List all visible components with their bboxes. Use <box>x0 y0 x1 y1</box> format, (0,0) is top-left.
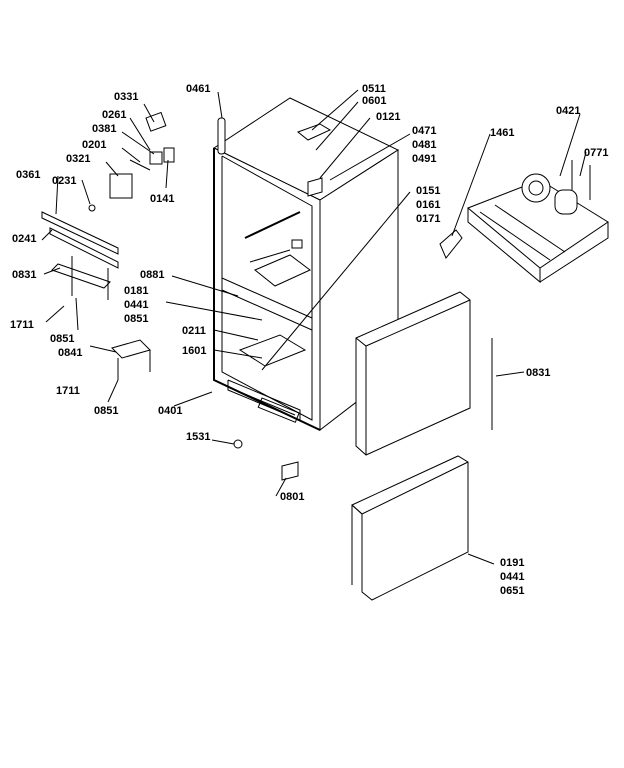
label-0881: 0881 <box>140 269 164 281</box>
label-0321: 0321 <box>66 153 90 165</box>
label-0421: 0421 <box>556 105 580 117</box>
label-0651: 0651 <box>500 585 524 597</box>
label-0481: 0481 <box>412 139 436 151</box>
compressor-assembly <box>467 160 609 284</box>
label-0171: 0171 <box>416 213 440 225</box>
label-0471: 0471 <box>412 125 436 137</box>
label-1711-b: 1711 <box>56 385 80 397</box>
label-0231: 0231 <box>52 175 76 187</box>
label-0801: 0801 <box>280 491 304 503</box>
leader-lines <box>41 89 587 565</box>
label-0161: 0161 <box>416 199 440 211</box>
label-0511: 0511 <box>362 83 386 95</box>
hinge-0801 <box>281 461 299 481</box>
label-0841: 0841 <box>58 347 82 359</box>
label-0241: 0241 <box>12 233 36 245</box>
label-0191: 0191 <box>500 557 524 569</box>
upper-freezer-door <box>355 291 471 456</box>
label-0401: 0401 <box>158 405 182 417</box>
label-0141: 0141 <box>150 193 174 205</box>
label-0261: 0261 <box>102 109 126 121</box>
shelf-rails <box>41 211 151 380</box>
lower-door <box>351 455 469 601</box>
label-0831-left: 0831 <box>12 269 36 281</box>
label-0201: 0201 <box>82 139 106 151</box>
handle-1461 <box>439 229 463 259</box>
label-0831-right: 0831 <box>526 367 550 379</box>
label-0771: 0771 <box>584 147 608 159</box>
label-0491: 0491 <box>412 153 436 165</box>
label-1601: 1601 <box>182 345 206 357</box>
label-0441-b: 0441 <box>500 571 524 583</box>
label-0441-a: 0441 <box>124 299 148 311</box>
label-1711-a: 1711 <box>10 319 34 331</box>
label-0211: 0211 <box>182 325 206 337</box>
label-0851-b: 0851 <box>94 405 118 417</box>
label-1531: 1531 <box>186 431 210 443</box>
part-labels: 0461 0511 0601 0121 0331 0261 0381 0201 … <box>10 83 608 597</box>
label-0331: 0331 <box>114 91 138 103</box>
label-0121: 0121 <box>376 111 400 123</box>
label-0851-c: 0851 <box>124 313 148 325</box>
label-0601: 0601 <box>362 95 386 107</box>
label-0461: 0461 <box>186 83 210 95</box>
label-1461: 1461 <box>490 127 514 139</box>
screw-1531 <box>233 439 243 449</box>
label-0361: 0361 <box>16 169 40 181</box>
label-0151: 0151 <box>416 185 440 197</box>
label-0851-a: 0851 <box>50 333 74 345</box>
label-0181: 0181 <box>124 285 148 297</box>
refrigerator-cabinet <box>212 97 400 432</box>
label-0381: 0381 <box>92 123 116 135</box>
